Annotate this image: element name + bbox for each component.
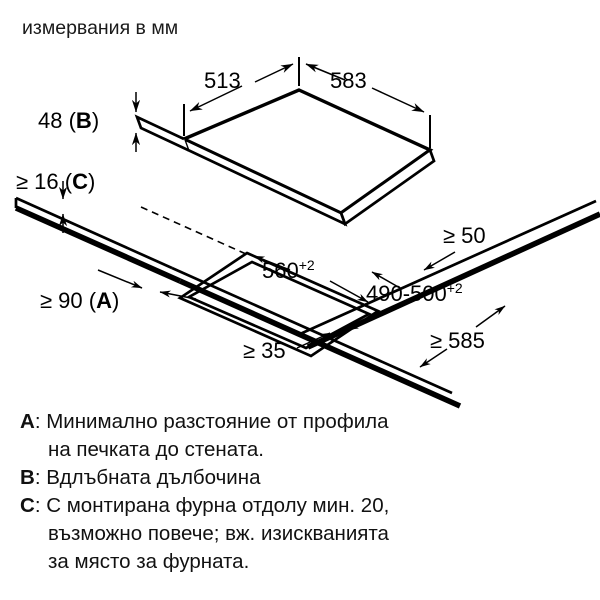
leader-90-left [159,290,197,300]
cutout [177,251,381,358]
dimension-top-width [183,57,431,148]
label-583: 583 [330,68,367,93]
dimension-560 [253,255,369,303]
leader-560-right [329,280,369,303]
label-35: ≥ 35 [243,338,286,363]
worktop-wall-edge-thin-cont [171,266,453,395]
legend-c-key: C: С монтирана фурна отдолу мин. 20, [20,494,389,517]
hob-left-trim-flange [134,114,189,152]
leader-560-left [253,255,291,271]
dimension-labels: 513 583 48 (B) ≥ 16 (C) ≥ 90 (A) 560+2 4… [16,68,486,363]
dimension-50 [423,251,456,271]
label-513: 513 [204,68,241,93]
leader-50 [423,251,456,271]
leader-513-left [189,85,243,112]
leader-90-right [97,269,143,289]
title-measurements-mm: измервания в мм [22,17,178,39]
leader-490-up [371,271,401,289]
label-48-b: 48 (B) [38,108,99,133]
label-585: ≥ 585 [430,328,485,353]
legend-c-line2: възможно повече; вж. изискванията [48,522,390,545]
leader-583-left [305,63,346,81]
worktop-back-edge-thin-rise [299,199,597,336]
leader-35 [296,332,331,349]
dimension-490-500 [347,271,401,331]
legend-b-key: B: Вдлъбната дълбочина [20,466,261,489]
legend-block: A: Минимално разстояние от профила на пе… [20,410,390,573]
dimension-35 [296,332,331,349]
label-16-c: ≥ 16 (C) [16,169,95,194]
label-90-a: ≥ 90 (A) [40,288,119,313]
hob [134,88,436,227]
dimension-90-a [97,269,197,300]
worktop-wall-edge-thick [14,205,182,284]
leader-585-up [475,305,506,328]
dimension-585 [419,305,506,368]
cutout-inner [185,260,373,350]
leader-585-down [419,348,448,368]
legend-a-line2: на печката до стената. [48,438,264,461]
worktop-wall-edge-thin [15,196,173,270]
leader-490-down [347,316,375,331]
label-50: ≥ 50 [443,223,486,248]
cutout-outer [177,251,381,358]
legend-c-line3: за място за фурната. [48,550,249,573]
leader-583-right [371,87,425,113]
legend-a-key: A: Минимално разстояние от профила [20,410,389,433]
leader-513-right [254,63,294,83]
hob-front-left-band [181,136,348,227]
